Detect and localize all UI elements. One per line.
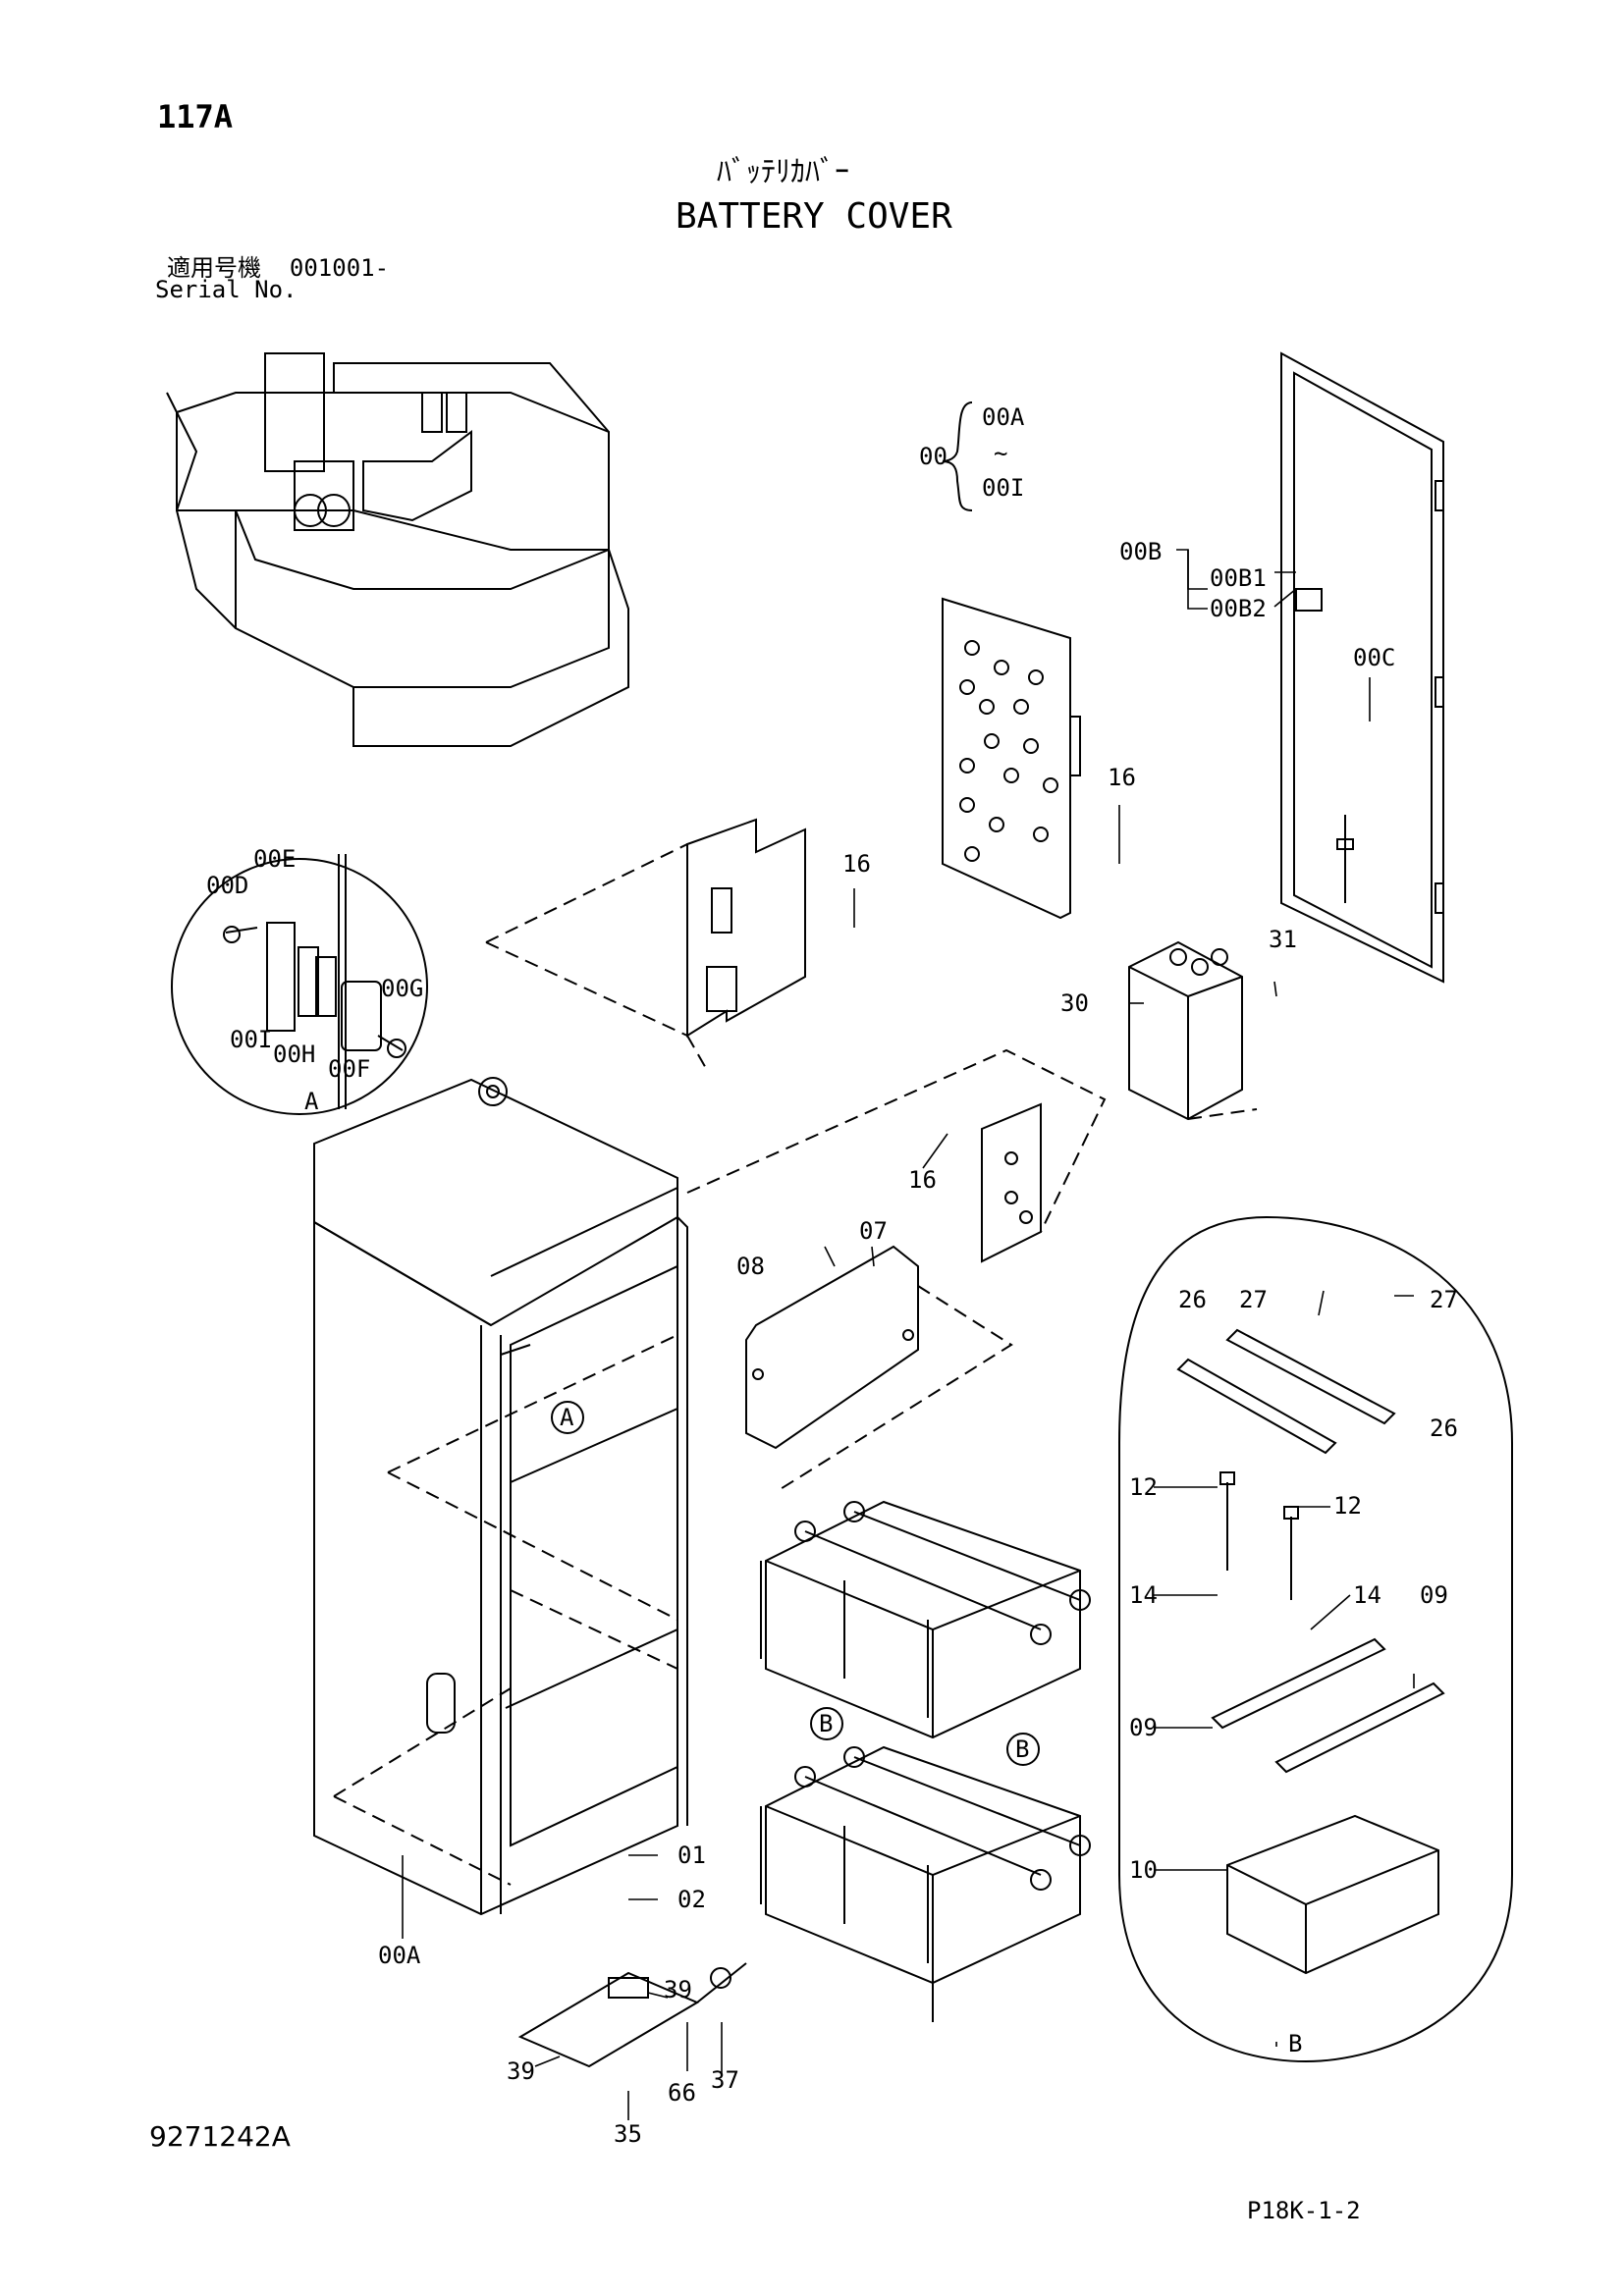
callout-39-lower: 39 [507,2057,535,2085]
callout-00a: 00A [378,1942,421,1969]
serial-label-jp-text: 適用号機 [167,254,261,282]
callout-00f: 00F [328,1055,370,1083]
tilde-range-mark: ~ [994,440,1007,467]
callout-31: 31 [1269,926,1297,953]
callout-00g: 00G [381,975,423,1002]
callout-marker-a: A [560,1404,574,1431]
callout-66: 66 [668,2079,696,2107]
control-panel-plate [942,597,1081,920]
callout-00a-range: 00A [982,403,1025,431]
callout-00d: 00D [206,872,248,899]
callout-01: 01 [677,1842,706,1869]
callout-00b: 00B [1119,538,1162,565]
callout-08: 08 [736,1253,765,1280]
serial-label-english: Serial No. [155,276,298,303]
mounting-plate-upper [485,818,806,1071]
battery-assembly-upper [760,1500,1091,1739]
leader-lines [402,549,1415,2120]
marker-circles [551,1401,1040,1766]
serial-value: 001001- [289,254,390,282]
callout-16-plate: 16 [842,850,871,878]
machine-overview-illustration [166,352,629,747]
callout-labels: 00 00A 00I 00B 00B1 00B2 00C 16 16 16 00… [206,403,1458,2148]
callout-10: 10 [1129,1856,1158,1884]
callout-30: 30 [1060,989,1089,1017]
callout-detail-b: B [1288,2030,1302,2057]
callout-07: 07 [859,1217,888,1245]
callout-16-bracket: 16 [908,1166,937,1194]
callout-16-panel: 16 [1108,764,1136,791]
callout-14-right: 14 [1353,1581,1381,1609]
callout-00i: 00I [230,1026,272,1053]
callout-09-left: 09 [1129,1714,1158,1741]
callout-26-left: 26 [1178,1286,1207,1313]
callout-37: 37 [711,2066,739,2094]
callout-00i-range: 00I [982,474,1024,502]
title-english: BATTERY COVER [676,196,952,237]
callout-12-left: 12 [1129,1473,1158,1501]
detail-view-a [171,854,428,1115]
callout-39-upper: 39 [664,1976,692,2003]
callout-marker-b-left: B [819,1710,833,1737]
callout-12-right: 12 [1333,1492,1362,1520]
cover-plate [745,1245,1013,1493]
callout-26-right: 26 [1430,1415,1458,1442]
callout-09-right: 09 [1420,1581,1448,1609]
stay-bracket-bottom [517,1962,747,2068]
relay-bracket-plate [686,1048,1107,1263]
callout-00b1: 00B1 [1210,564,1267,592]
callout-00h: 00H [273,1041,315,1068]
callout-00e: 00E [253,845,296,873]
drawing-number: 9271242A [149,2120,291,2153]
battery-door [1280,351,1444,984]
callout-00: 00 [919,443,947,470]
callout-00b2: 00B2 [1210,595,1267,622]
battery-box-frame [313,1077,688,1916]
detail-view-b [1118,1215,1513,2063]
battery-relay-box [1128,940,1258,1121]
range-brace: ~ [942,401,1007,511]
callout-14-left: 14 [1129,1581,1158,1609]
callout-27-left: 27 [1239,1286,1268,1313]
callout-marker-b-right: B [1015,1735,1029,1763]
callout-02: 02 [677,1886,706,1913]
page-number: 117A [157,98,234,135]
callout-27-right: 27 [1430,1286,1458,1313]
page-code: P18K-1-2 [1247,2197,1361,2224]
battery-assembly-lower [760,1745,1091,2022]
callout-35: 35 [614,2120,642,2148]
panel-bolt-pattern [959,640,1058,862]
title-japanese: ﾊﾞｯﾃﾘｶﾊﾞｰ [717,155,849,189]
callout-detail-a: A [304,1088,319,1115]
serial-label-japanese: 適用号機 001001- [167,248,389,283]
callout-00c: 00C [1353,644,1395,671]
